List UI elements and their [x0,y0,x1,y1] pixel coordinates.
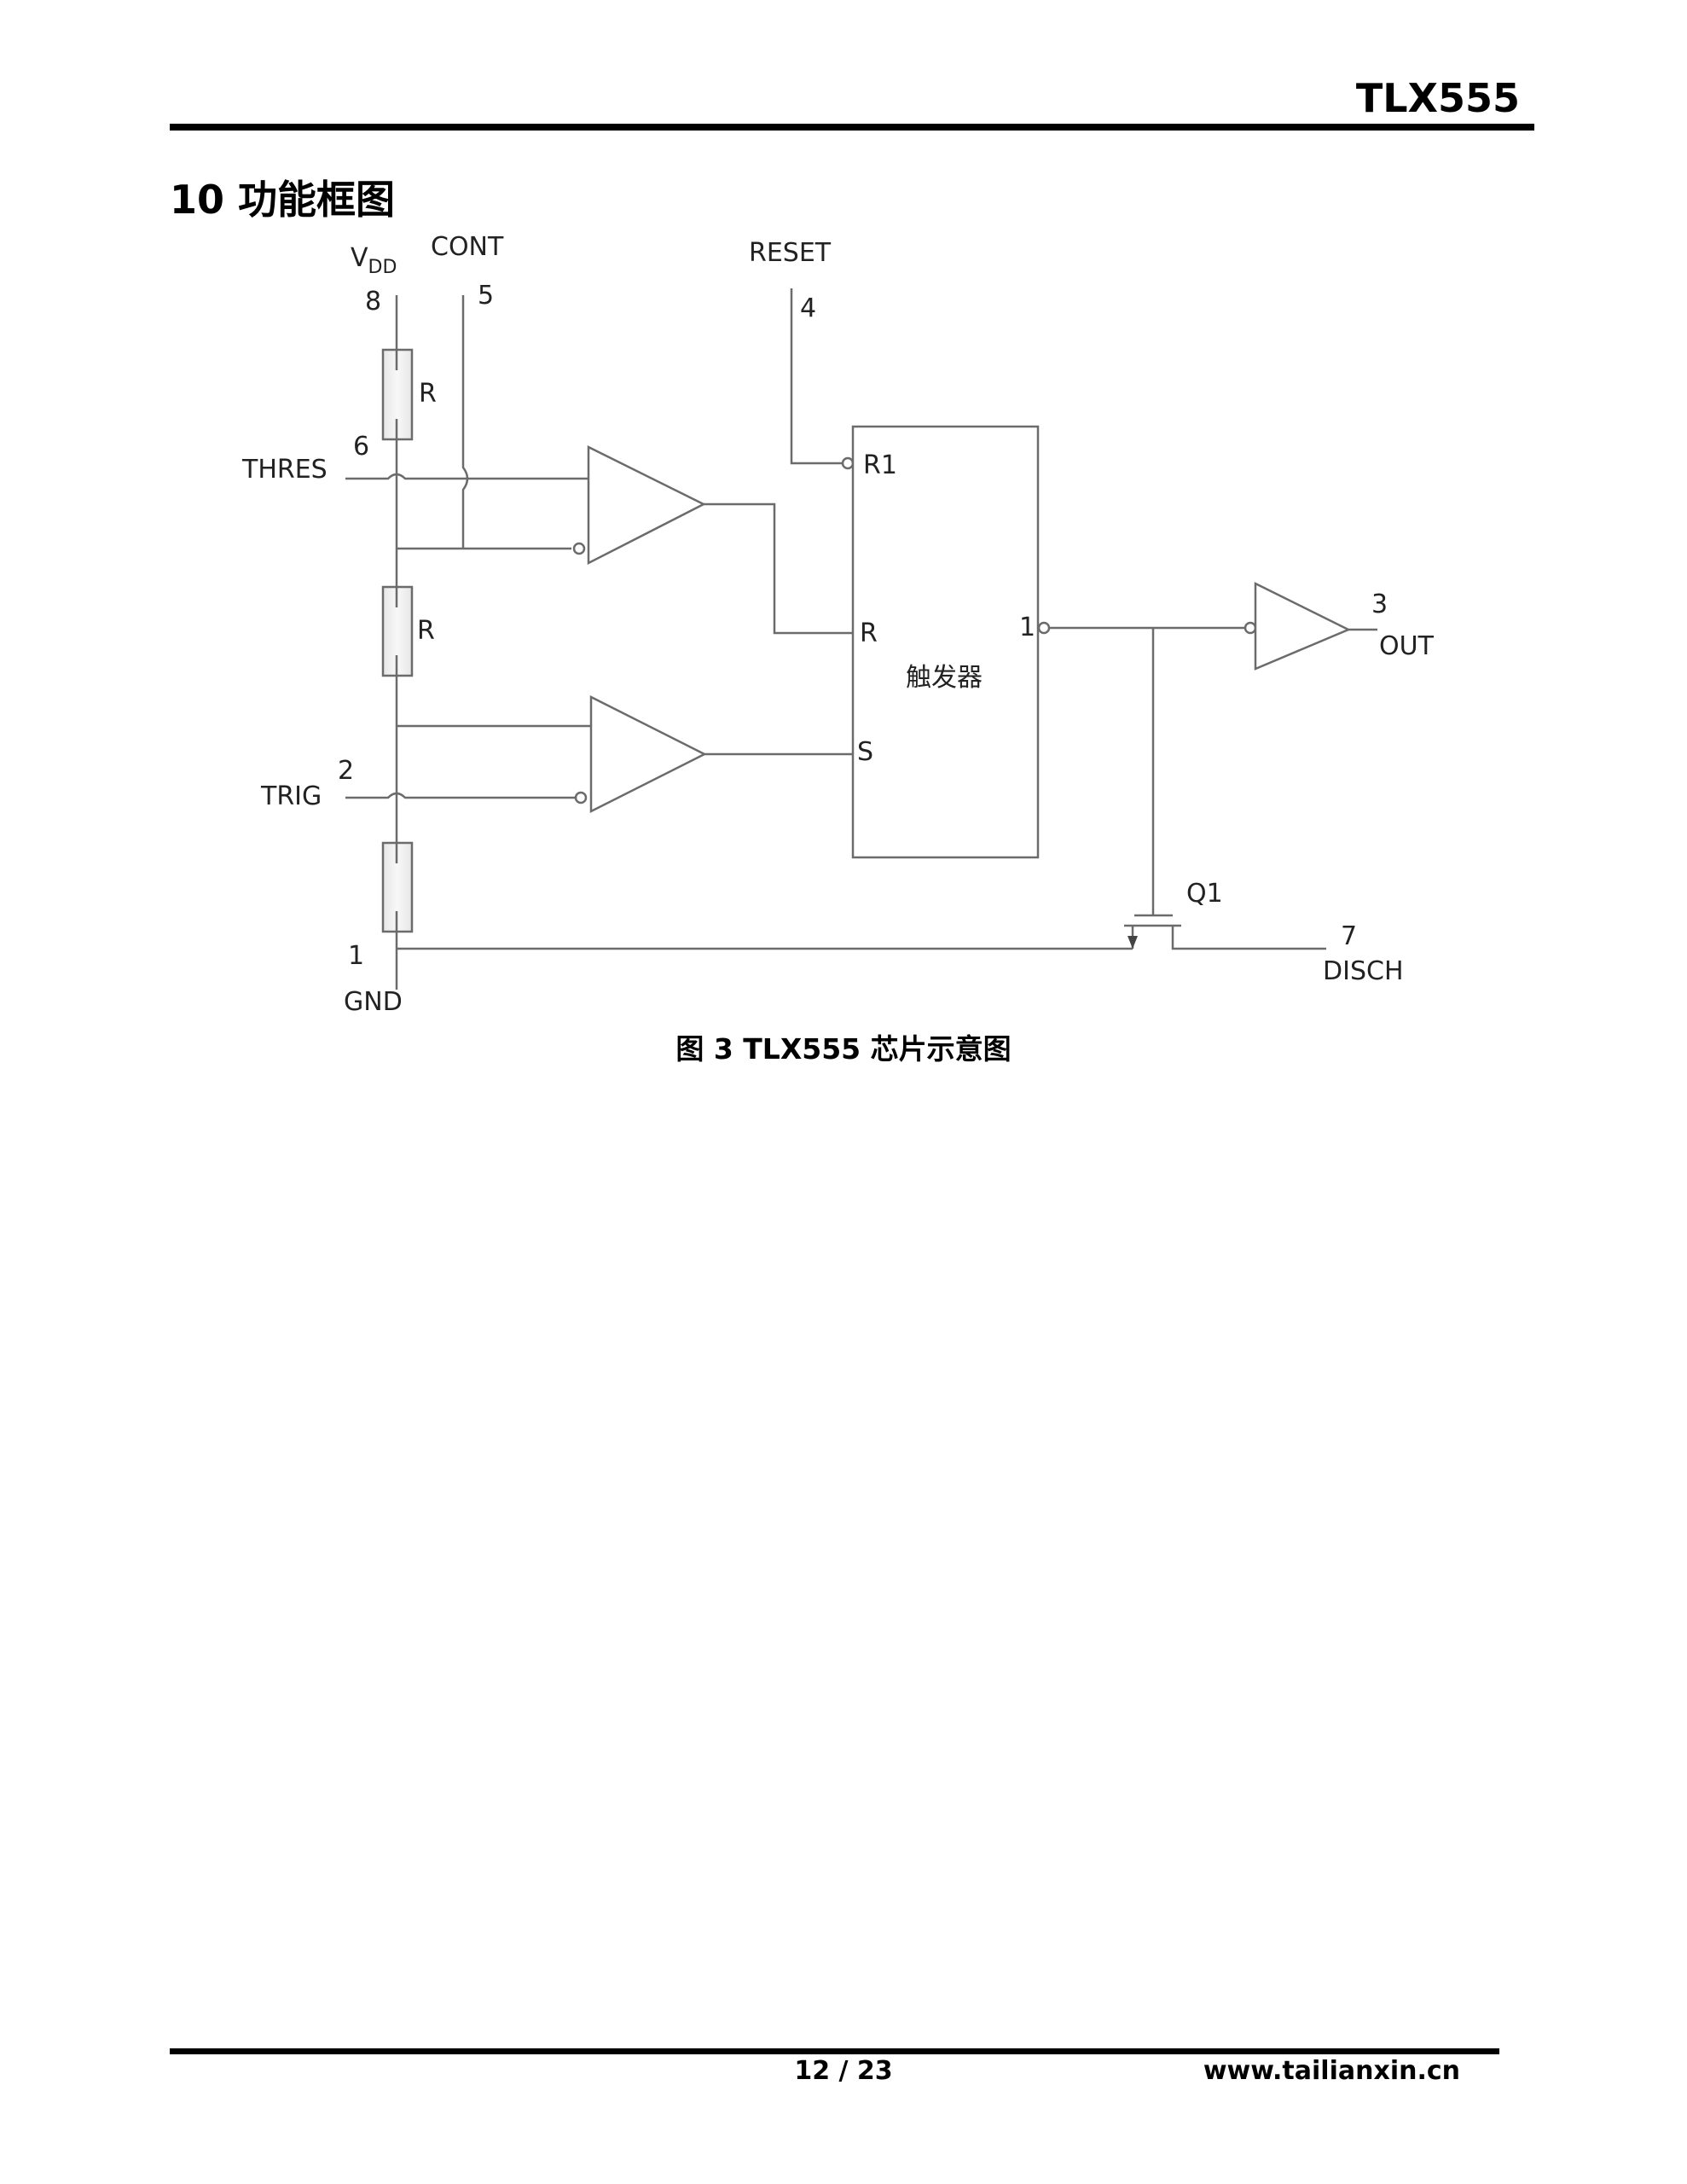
resistor-top-label: R [419,379,437,409]
comparator-trigger [589,694,707,814]
reset-invert-bubble [841,456,855,470]
cont-pin-number: 5 [478,281,494,311]
trig-pin-number: 2 [338,756,354,786]
output-buffer [1254,581,1351,671]
header-rule [170,124,1534,131]
vdd-label: VDD [351,243,397,278]
flipflop-s-label: S [857,737,873,767]
trig-wire [345,792,575,799]
q1-source-arrow-icon [1128,936,1138,949]
q1-label: Q1 [1186,879,1223,909]
figure-caption: 图 3 TLX555 芯片示意图 [675,1032,1012,1066]
flipflop-block [851,425,1040,859]
resistor-middle-label: R [417,616,435,646]
reset-wire [790,288,843,465]
thres-wire [345,473,588,480]
comparator-trigger-invert-bubble [574,791,588,804]
output-buffer-invert-bubble [1244,621,1257,635]
gnd-label: GND [344,987,403,1017]
flipflop-r-label: R [860,619,878,648]
out-pin-number: 3 [1371,590,1388,619]
disch-label: DISCH [1323,956,1404,986]
out-label: OUT [1379,631,1435,661]
flipflop-output-label: 1 [1019,613,1035,642]
q1-drain-lead [1171,926,1326,950]
comparator-threshold-invert-bubble [572,542,586,555]
thres-label: THRES [241,455,328,485]
thres-pin-number: 6 [353,432,369,462]
vdd-pin-number: 8 [365,287,381,317]
cont-wire [461,295,469,549]
flipflop-r1-label: R1 [863,450,897,480]
reset-label: RESET [749,238,832,268]
page-number: 12 / 23 [794,2056,893,2086]
footer-rule [170,2048,1499,2054]
comparator-threshold [587,444,706,566]
trig-label: TRIG [260,781,322,811]
block-diagram: VDD 8 CONT 5 RESET 4 R 6 THRES R 2 TRIG … [241,232,1435,1017]
footer-url[interactable]: www.tailianxin.cn [1203,2056,1460,2086]
reset-pin-number: 4 [800,293,816,323]
gnd-pin-number: 1 [348,941,364,971]
flipflop-name: 触发器 [906,663,983,693]
document-part-number: TLX555 [1355,75,1520,121]
section-title: 10 功能框图 [170,177,396,223]
comp1-to-r-wire [704,502,853,635]
disch-pin-number: 7 [1341,921,1357,951]
cont-label: CONT [431,232,504,262]
flipflop-output-bubble [1037,621,1051,635]
